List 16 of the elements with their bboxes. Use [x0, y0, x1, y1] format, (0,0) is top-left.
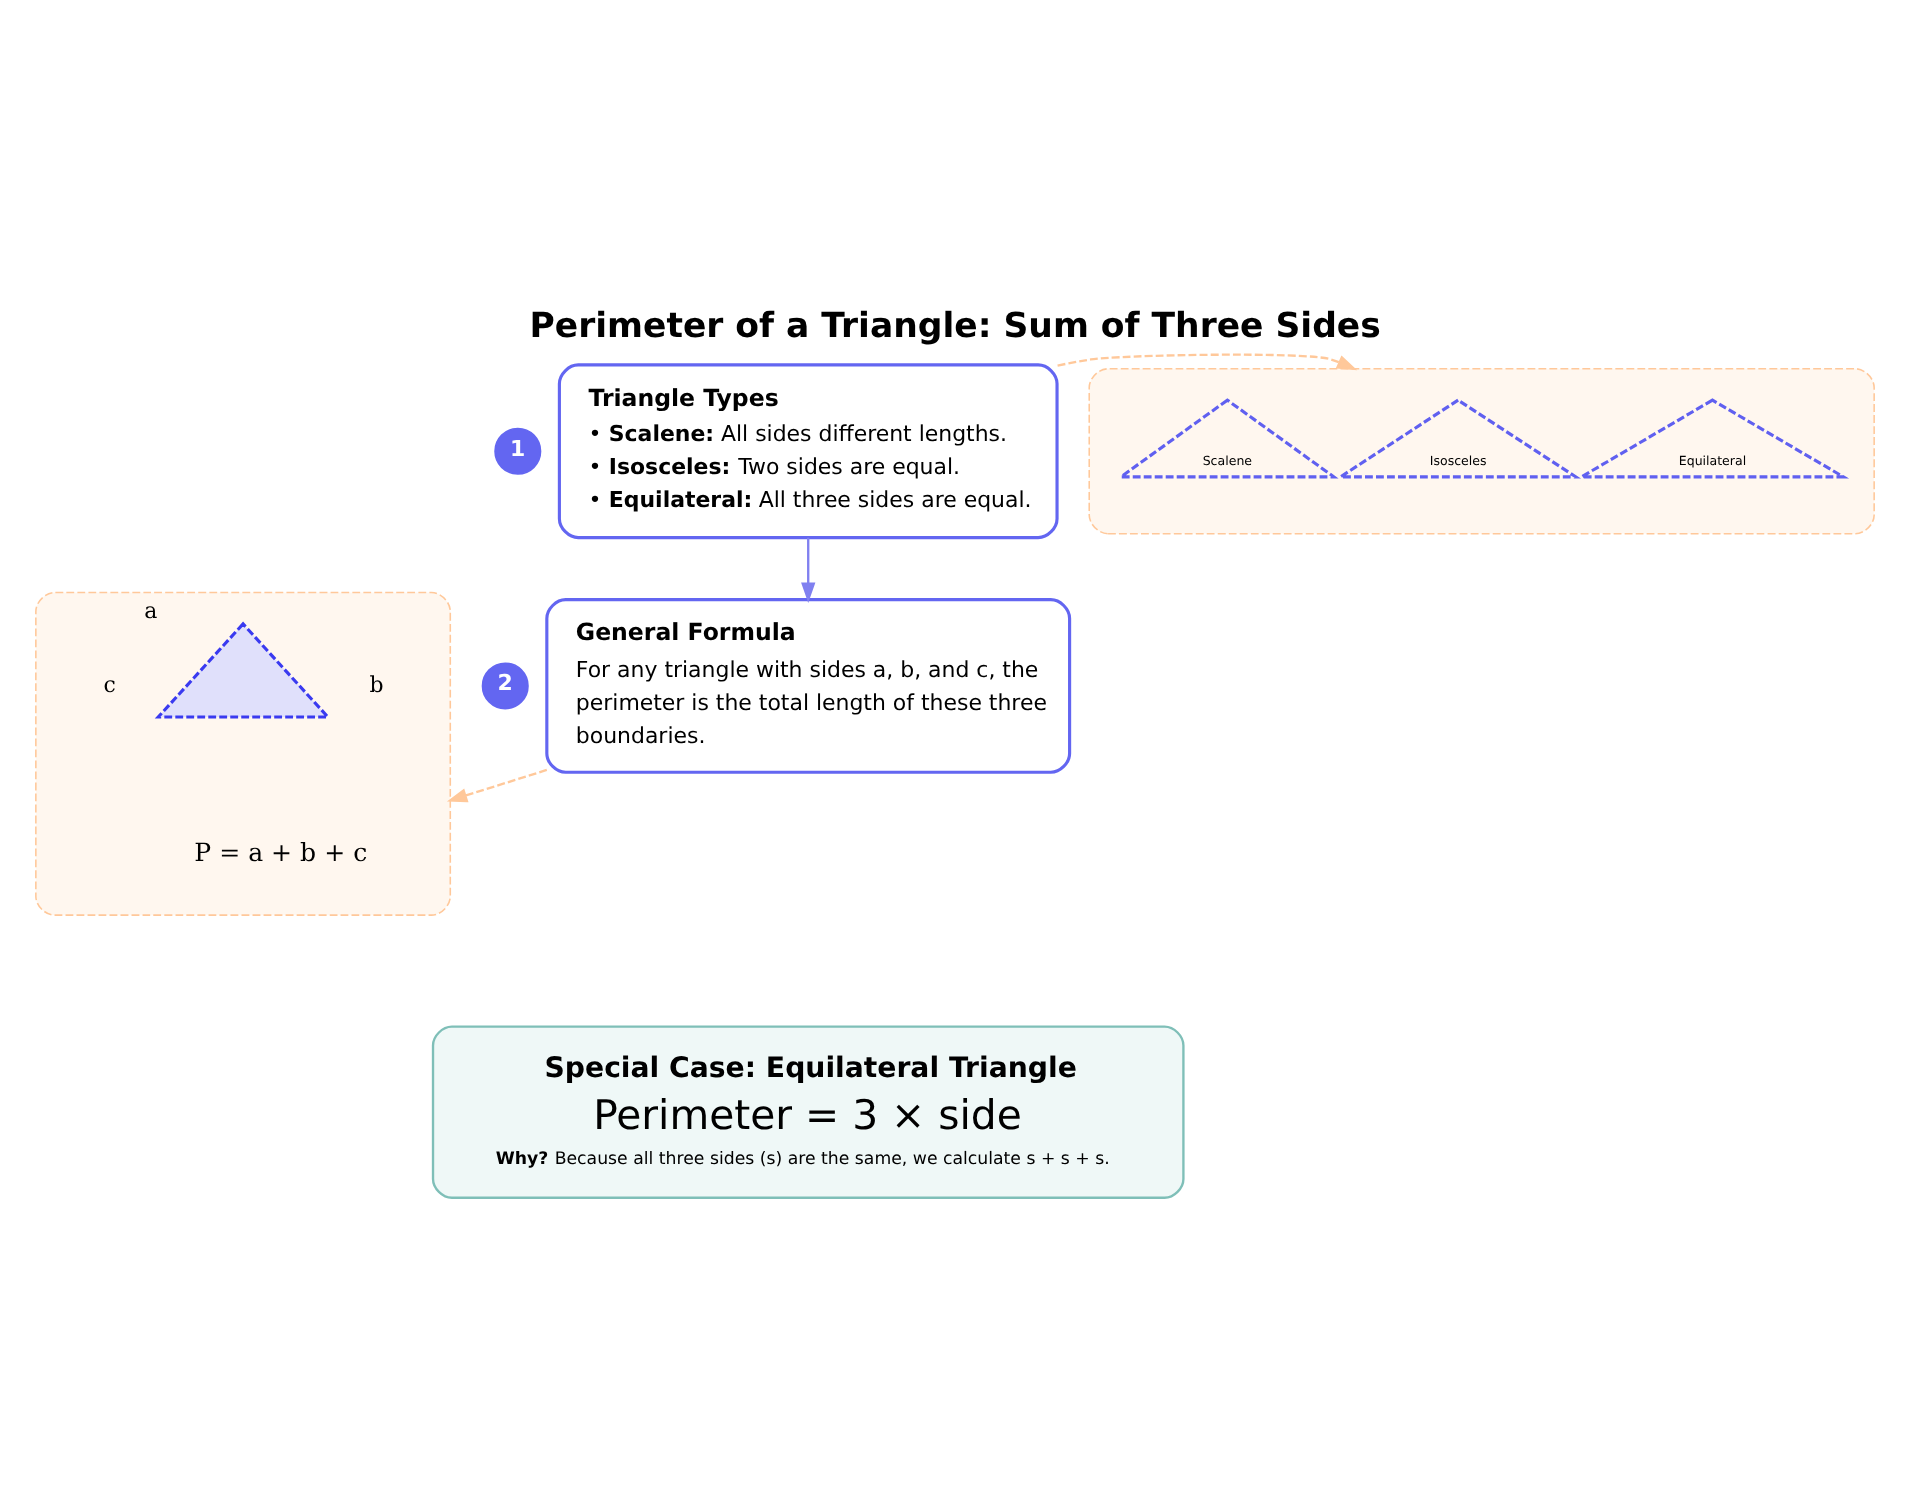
- node-text: P = a + b + c: [194, 837, 368, 868]
- node-label: a: [144, 597, 158, 624]
- node-label: b: [369, 671, 384, 698]
- node-label: c: [103, 671, 116, 698]
- cluster: [35, 591, 452, 916]
- node-box: Triangle Types • Scalene: All sides different lengths. • Isosceles: Two sides are equal. • Equilateral: All three sides are equal.: [557, 363, 1059, 540]
- node-circle: 2: [481, 662, 529, 710]
- arrow: [446, 768, 548, 803]
- cluster: [1088, 368, 1875, 535]
- node-box: General Formula For any triangle with sides a, b, and c, the perimeter is the total length of these three boundaries.: [545, 598, 1072, 774]
- arrow: [801, 537, 816, 604]
- node-triangle: [154, 621, 332, 719]
- arrow: [1057, 353, 1358, 371]
- node-circle: 1: [494, 427, 542, 475]
- diagram-title: Perimeter of a Triangle: Sum of Three Sides: [529, 306, 1381, 347]
- node-box: Special Case: Equilateral Triangle Perimeter = 3 × side Why? Because all three sides (s) are the same, we calculate s + s + s.: [431, 1025, 1185, 1199]
